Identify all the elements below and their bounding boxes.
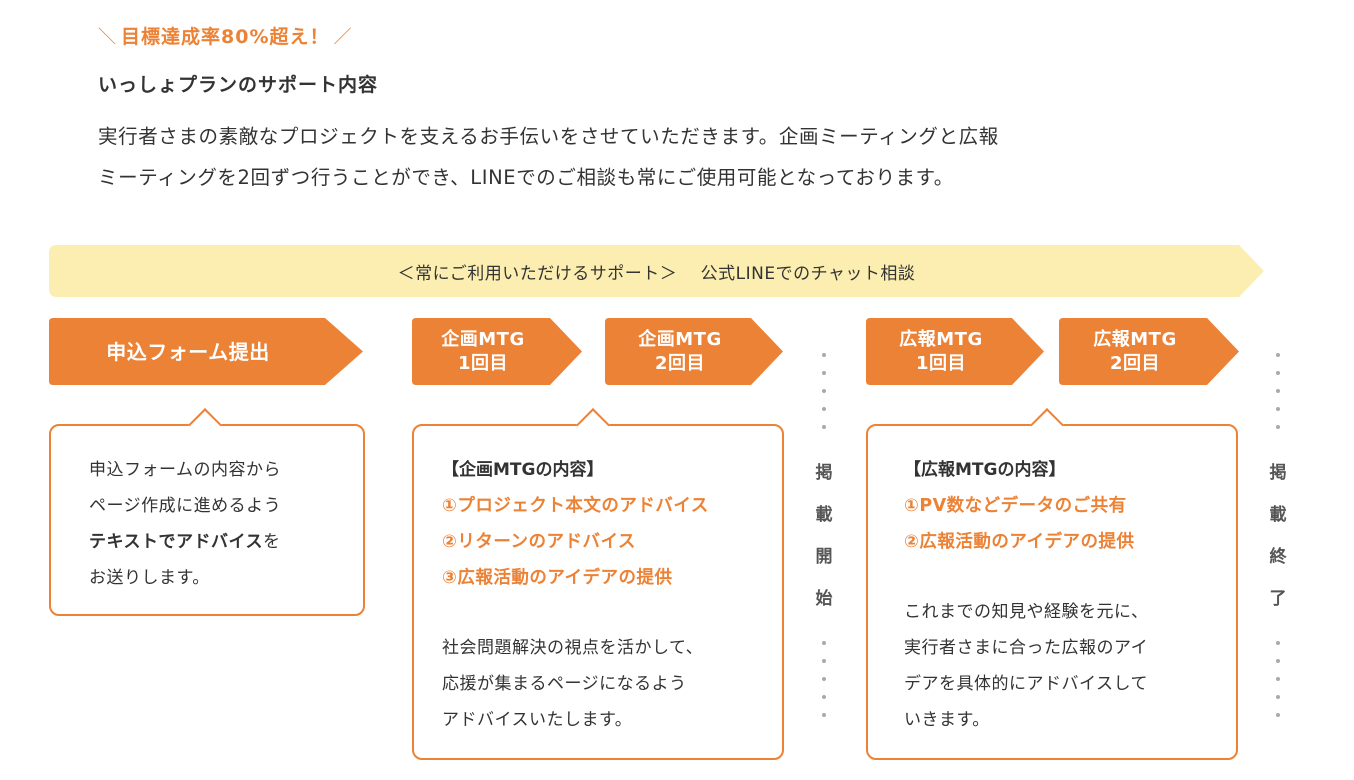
card-line: いきます。: [904, 710, 990, 730]
step-arrow-shape: [605, 318, 783, 385]
dot-icon: [1276, 695, 1280, 699]
card-body: 申込フォームの内容から ページ作成に進めるよう テキストでアドバイスを お送りし…: [89, 452, 281, 596]
card-body: 【広報MTGの内容】 ①PV数などデータのご共有 ②広報活動のアイデアの提供 こ…: [904, 452, 1149, 738]
dot-icon: [822, 713, 826, 717]
card-line: 社会問題解決の視点を活かして、: [442, 638, 704, 658]
card-line: 実行者さまに合った広報のアイ: [904, 638, 1149, 658]
intro-line: ミーティングを2回ずつ行うことができ、LINEでのご相談も常にご使用可能となって…: [98, 166, 954, 189]
dot-icon: [1276, 659, 1280, 663]
card-line-rest: を: [262, 532, 281, 552]
card-line: デアを具体的にアドバイスして: [904, 674, 1148, 694]
step-pr-mtg-1: 広報MTG 1回目: [866, 318, 1044, 385]
card-line: 応援が集まるページになるよう: [442, 674, 687, 694]
dot-icon: [822, 353, 826, 357]
sparkle-left-icon: ＼: [98, 26, 117, 48]
card-pointer: [576, 408, 610, 442]
card-pointer: [1030, 408, 1064, 442]
milestone-char: 載: [1269, 505, 1287, 525]
card-item: ②リターンのアドバイス: [442, 532, 636, 552]
step-pr-mtg-2: 広報MTG 2回目: [1059, 318, 1239, 385]
step-label: 広報MTG 1回目: [899, 328, 983, 374]
step-arrow-shape: [412, 318, 582, 385]
card-title: 【企画MTGの内容】: [442, 460, 604, 480]
dot-icon: [822, 389, 826, 393]
banner-text: ＜常にご利用いただけるサポート＞ 公式LINEでのチャット相談: [397, 263, 916, 284]
dot-icon: [822, 425, 826, 429]
tagline-text: 目標達成率80%超え！: [121, 26, 330, 48]
card-line: アドバイスいたします。: [442, 710, 633, 730]
tagline: ＼ 目標達成率80%超え！ ／: [98, 22, 352, 49]
dot-icon: [1276, 389, 1280, 393]
dot-icon: [822, 695, 826, 699]
section-heading: いっしょプランのサポート内容: [98, 74, 379, 96]
milestone-char: 載: [815, 505, 833, 525]
step-arrow-shape: [1059, 318, 1239, 385]
dot-icon: [822, 407, 826, 411]
dot-icon: [1276, 353, 1280, 357]
milestone-char: 掲: [815, 463, 833, 483]
milestone-publish-end: 掲 載 終 了: [1263, 346, 1293, 724]
card-line: 申込フォームの内容から: [89, 460, 281, 480]
card-title: 【広報MTGの内容】: [904, 460, 1066, 480]
dot-icon: [1276, 677, 1280, 681]
pr-mtg-detail-card: 【広報MTGの内容】 ①PV数などデータのご共有 ②広報活動のアイデアの提供 こ…: [866, 408, 1238, 760]
milestone-char: 終: [1269, 547, 1287, 567]
sparkle-right-icon: ／: [333, 26, 353, 48]
milestone-char: 了: [1269, 589, 1287, 609]
card-line: お送りします。: [89, 568, 210, 588]
dot-icon: [822, 677, 826, 681]
step-arrow-shape: [866, 318, 1044, 385]
milestone-publish-start: 掲 載 開 始: [809, 346, 839, 724]
step-label: 企画MTG 2回目: [638, 328, 722, 374]
dot-icon: [1276, 371, 1280, 375]
step-label: 企画MTG 1回目: [441, 328, 525, 374]
dot-icon: [822, 641, 826, 645]
card-line: これまでの知見や経験を元に、: [904, 602, 1149, 622]
dot-icon: [1276, 425, 1280, 429]
step-label: 申込フォーム提出: [106, 339, 270, 364]
card-line: ページ作成に進めるよう: [89, 496, 282, 516]
intro-line: 実行者さまの素敵なプロジェクトを支えるお手伝いをさせていただきます。企画ミーティ…: [98, 125, 999, 148]
dot-icon: [1276, 713, 1280, 717]
milestone-char: 開: [815, 547, 833, 567]
intro-text: 実行者さまの素敵なプロジェクトを支えるお手伝いをさせていただきます。企画ミーティ…: [98, 116, 1278, 198]
dot-icon: [822, 371, 826, 375]
card-body: 【企画MTGの内容】 ①プロジェクト本文のアドバイス ②リターンのアドバイス ③…: [442, 452, 709, 738]
card-emphasis: テキストでアドバイス: [89, 532, 263, 552]
card-pointer: [188, 408, 222, 442]
milestone-char: 掲: [1269, 463, 1287, 483]
step-label: 広報MTG 2回目: [1093, 328, 1177, 374]
card-item: ①PV数などデータのご共有: [904, 496, 1127, 516]
card-item: ①プロジェクト本文のアドバイス: [442, 496, 709, 516]
dot-icon: [1276, 641, 1280, 645]
step-form-submit: 申込フォーム提出: [49, 318, 363, 385]
dot-icon: [822, 659, 826, 663]
line-support-banner: ＜常にご利用いただけるサポート＞ 公式LINEでのチャット相談: [49, 245, 1264, 297]
step-plan-mtg-2: 企画MTG 2回目: [605, 318, 783, 385]
dot-icon: [1276, 407, 1280, 411]
card-line: テキストでアドバイスを: [89, 524, 281, 560]
milestone-char: 始: [815, 589, 833, 609]
card-item: ③広報活動のアイデアの提供: [442, 568, 673, 588]
card-item: ②広報活動のアイデアの提供: [904, 532, 1135, 552]
form-detail-card: 申込フォームの内容から ページ作成に進めるよう テキストでアドバイスを お送りし…: [49, 408, 365, 616]
step-arrow-shape: [49, 318, 363, 385]
banner-arrow-shape: [49, 245, 1264, 297]
plan-mtg-detail-card: 【企画MTGの内容】 ①プロジェクト本文のアドバイス ②リターンのアドバイス ③…: [412, 408, 784, 760]
step-plan-mtg-1: 企画MTG 1回目: [412, 318, 582, 385]
